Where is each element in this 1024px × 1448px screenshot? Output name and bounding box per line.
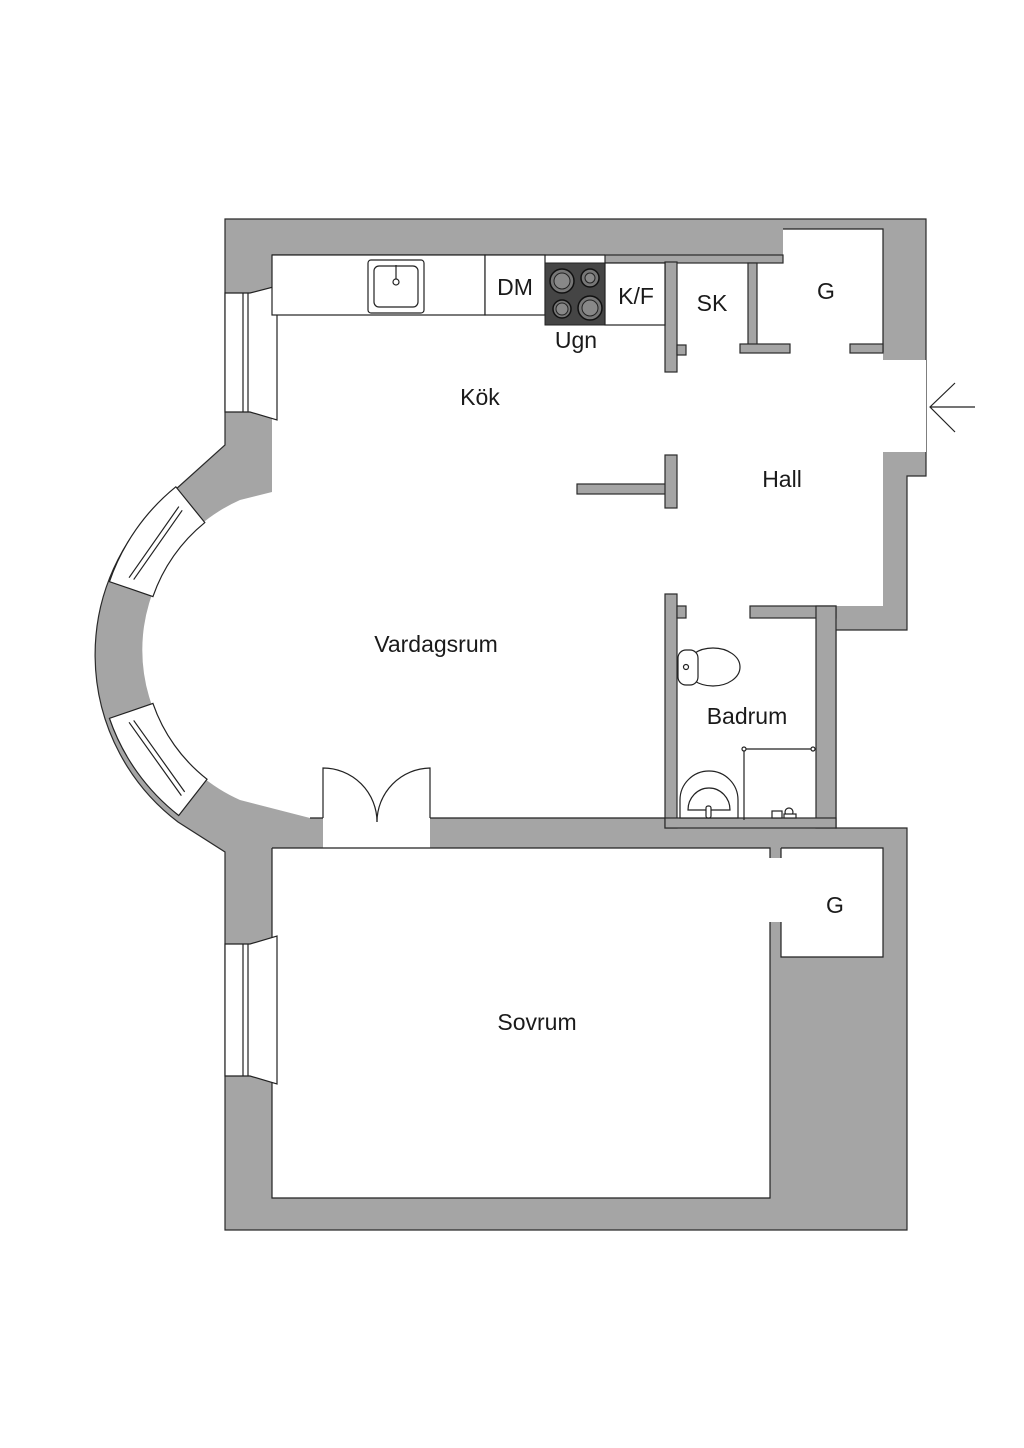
window-bedroom: [224, 935, 278, 1085]
wall-stub: [739, 343, 791, 354]
label-fridge-freezer: K/F: [618, 283, 654, 309]
shower-rail-end: [741, 746, 747, 752]
room-label-bathroom: Badrum: [707, 703, 788, 729]
room-label-hall: Hall: [762, 466, 802, 492]
dishwasher: [484, 254, 546, 316]
bay-window-upper-glass: [128, 506, 183, 580]
wall-stub: [676, 605, 687, 619]
room-label-living-room: Vardagsrum: [374, 631, 498, 657]
top-wall-strip: [604, 254, 784, 264]
washbasin-icon: [679, 770, 739, 819]
shower-rail-end: [810, 746, 816, 752]
double-door: [322, 767, 431, 823]
label-closet-lower: G: [826, 892, 844, 918]
label-wardrobe: SK: [697, 290, 728, 316]
bedroom-floor: [272, 848, 770, 1198]
shower-tap-icon: [771, 807, 797, 819]
label-closet-upper: G: [817, 278, 835, 304]
bathroom-right-wall: [815, 605, 837, 829]
sink-icon: [367, 259, 425, 314]
stove-icon: [544, 262, 606, 326]
door-opening: [323, 817, 430, 849]
closet-door-opening: [769, 858, 783, 922]
window-kitchen: [224, 285, 278, 421]
arrow-left-icon: [929, 382, 975, 433]
wardrobe-left-wall: [664, 261, 678, 373]
room-label-bedroom: Sovrum: [497, 1009, 576, 1035]
bay-window-upper: [108, 485, 206, 598]
lower-closet-floor: [781, 848, 883, 957]
room-label-kitchen: Kök: [460, 384, 500, 410]
toilet-icon: [677, 647, 741, 687]
label-oven: Ugn: [555, 327, 597, 353]
label-dishwasher: DM: [497, 274, 533, 300]
wall-stub: [676, 344, 687, 356]
bay-window-lower: [108, 702, 208, 817]
wall-stub: [849, 343, 884, 354]
bathroom-bottom-wall: [664, 817, 837, 829]
shower-rail: [743, 748, 814, 820]
fridge-freezer: [604, 262, 666, 326]
kitchen-partition-vertical: [664, 454, 678, 509]
bay-window-lower-glass: [128, 720, 186, 797]
kitchen-partition-horizontal: [576, 483, 668, 495]
wardrobe-closet-wall: [747, 262, 758, 349]
bathroom-left-wall: [664, 593, 678, 829]
